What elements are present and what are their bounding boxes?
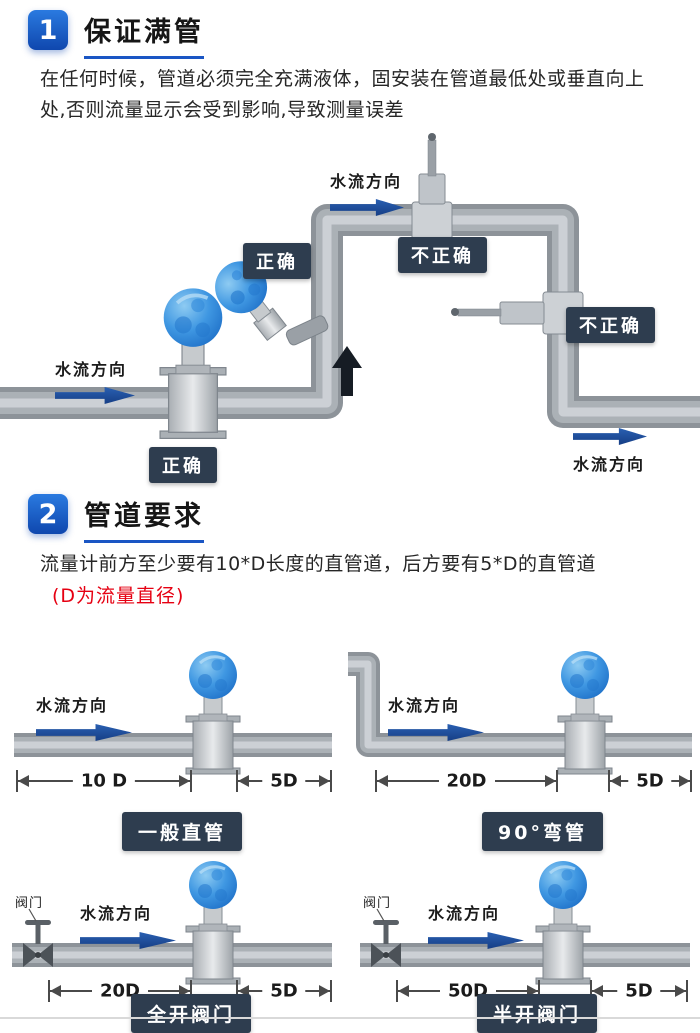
- panel2-downstream-dim-label: 5D: [628, 770, 672, 792]
- panel2-downstream-dimension: 5D: [608, 770, 692, 792]
- flow-direction-bottom-right: 水流方向: [573, 428, 647, 475]
- flow-direction-bottom-right-label: 水流方向: [573, 455, 646, 474]
- dim-arrowhead-left: [610, 775, 621, 787]
- bottom-divider: [0, 1017, 700, 1019]
- panel1-downstream-dimension: 5D: [236, 770, 332, 792]
- dim-arrowhead-right: [527, 985, 538, 997]
- panel2-upstream-dimension: 20D: [375, 770, 558, 792]
- incorrect-badge-right: 不正确: [566, 307, 655, 343]
- section1-diagram: 水流方向 正确 不正确 不正确 水流方向 正确 水流方向: [0, 128, 700, 490]
- dim-arrowhead-right: [319, 985, 330, 997]
- panel4-downstream-dimension: 5D: [590, 980, 688, 1002]
- panel1-caption: 一般直管: [122, 812, 243, 851]
- section1-number-badge: 1: [28, 10, 68, 50]
- panel3-flowmeter: [184, 859, 242, 986]
- section2-description: 流量计前方至少要有10*D长度的直管道，后方要有5*D的直管道: [40, 553, 597, 575]
- dim-arrowhead-left: [50, 985, 61, 997]
- dim-arrowhead-right: [179, 775, 190, 787]
- panel2-caption: 90°弯管: [482, 812, 603, 851]
- incorrect-badge-top: 不正确: [398, 237, 487, 273]
- panel4-flow-arrow-icon: [428, 932, 524, 949]
- correct-badge-bottom: 正确: [149, 447, 217, 483]
- panel4-flow-direction: 水流方向: [428, 900, 524, 949]
- panel1-flow-direction: 水流方向: [36, 692, 132, 741]
- dim-arrowhead-right: [319, 775, 330, 787]
- up-flow-arrow: [332, 346, 362, 396]
- section1-header: 1 保证满管: [28, 10, 204, 59]
- panel2-flow-label: 水流方向: [388, 696, 461, 715]
- dim-arrowhead-right: [675, 985, 686, 997]
- panel4-valve-leader: [376, 908, 385, 922]
- panel4-flow-label: 水流方向: [428, 904, 501, 923]
- section2-note: (D为流量直径): [52, 585, 185, 607]
- panel2-flowmeter: [556, 649, 614, 776]
- flow-direction-left-label: 水流方向: [55, 360, 128, 379]
- panel3-downstream-dim-label: 5D: [262, 980, 306, 1002]
- flow-arrow-bottom-right-icon: [573, 428, 647, 445]
- pipe-panels: [12, 649, 692, 986]
- dim-arrowhead-left: [238, 775, 249, 787]
- flow-direction-top-label: 水流方向: [330, 172, 403, 191]
- panel4-flowmeter: [534, 859, 592, 986]
- dim-arrowhead-right: [545, 775, 556, 787]
- dim-arrowhead-left: [398, 985, 409, 997]
- panel3-valve-label: 阀门: [15, 896, 44, 911]
- dim-arrowhead-left: [238, 985, 249, 997]
- section2-title: 管道要求: [84, 494, 204, 543]
- dim-arrowhead-right: [179, 985, 190, 997]
- section1-title: 保证满管: [84, 10, 204, 59]
- panel3-flow-label: 水流方向: [80, 904, 153, 923]
- insertion-sensor-right: [451, 291, 584, 335]
- turbine-flowmeter-main: [158, 286, 228, 441]
- panel1-flowmeter: [184, 649, 242, 776]
- panel2-pipe: [348, 652, 692, 757]
- insertion-sensor-top: [411, 133, 453, 241]
- flow-arrow-top-icon: [330, 199, 404, 216]
- flow-arrow-left-icon: [55, 387, 135, 404]
- dim-arrowhead-left: [377, 775, 388, 787]
- dim-arrowhead-left: [592, 985, 603, 997]
- panel1-upstream-dimension: 10 D: [16, 770, 192, 792]
- flow-direction-left: 水流方向: [55, 356, 135, 404]
- panel4-downstream-dim-label: 5D: [617, 980, 661, 1002]
- panel2-upstream-dim-label: 20D: [438, 770, 495, 792]
- panel3-caption: 全开阀门: [131, 994, 252, 1033]
- section2-header: 2 管道要求: [28, 494, 204, 543]
- dim-arrowhead-right: [679, 775, 690, 787]
- panel1-flow-arrow-icon: [36, 724, 132, 741]
- panel2-flow-direction: 水流方向: [388, 692, 484, 741]
- section2-number-badge: 2: [28, 494, 68, 534]
- section1-description: 在任何时候，管道必须完全充满液体，固安装在管道最低处或垂直向上处,否则流量显示会…: [40, 68, 645, 122]
- panel4-caption: 半开阀门: [477, 994, 598, 1033]
- panel4-valve-label: 阀门: [363, 896, 392, 911]
- panel1-upstream-dim-label: 10 D: [72, 770, 136, 792]
- dim-arrowhead-left: [18, 775, 29, 787]
- flow-direction-top: 水流方向: [330, 168, 404, 216]
- panel3-flow-direction: 水流方向: [80, 900, 176, 949]
- panel1-flow-label: 水流方向: [36, 696, 109, 715]
- panel3-downstream-dimension: 5D: [236, 980, 332, 1002]
- panel3-valve-leader: [28, 908, 37, 922]
- panel3-flow-arrow-icon: [80, 932, 176, 949]
- section2-diagram: 水流方向 10 D 5D 一般直管 水流方向 20D 5D 9: [0, 612, 700, 1033]
- panel2-flow-arrow-icon: [388, 724, 484, 741]
- panel1-downstream-dim-label: 5D: [262, 770, 306, 792]
- correct-badge-upper: 正确: [243, 243, 311, 279]
